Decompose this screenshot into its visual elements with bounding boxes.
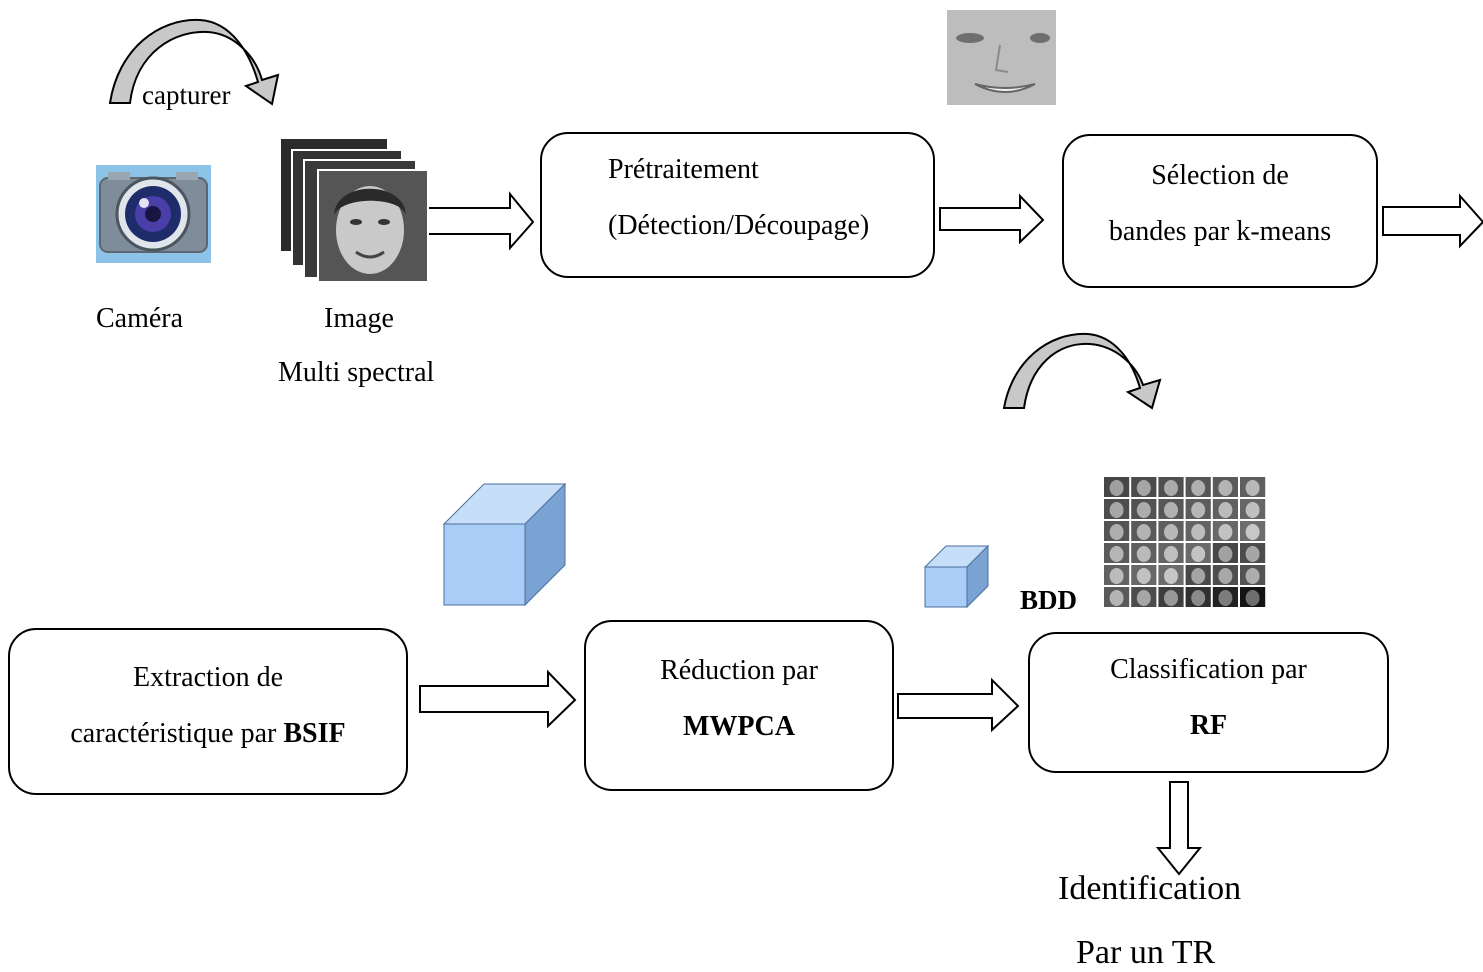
face-thumbnail-face <box>1136 568 1151 584</box>
image-label-line1: Image <box>324 303 394 334</box>
face-thumbnail-face <box>1245 546 1260 562</box>
arrow-classification-to-identification <box>1155 781 1203 876</box>
face-thumbnail-face <box>1218 568 1233 584</box>
face-thumbnail-face <box>1218 480 1233 496</box>
arrow-selection-out <box>1382 193 1483 249</box>
face-thumbnail-face <box>1109 480 1124 496</box>
face-thumbnail-face <box>1164 524 1178 540</box>
face-thumbnail-face <box>1191 590 1206 606</box>
face-thumbnail-face <box>1109 502 1124 518</box>
face-thumbnail-face <box>1245 568 1260 584</box>
curved-arrow-capture <box>108 18 280 106</box>
face-thumbnail-face <box>1245 480 1260 496</box>
face-thumbnail-face <box>1109 524 1124 540</box>
classification-box: Classification par RF <box>1028 632 1389 773</box>
face-thumbnail-face <box>1218 590 1233 606</box>
camera-icon <box>96 165 211 263</box>
face-thumbnail-face <box>1191 524 1206 540</box>
face-thumbnail-face <box>1191 480 1206 496</box>
face-thumbnail-face <box>1164 568 1178 584</box>
camera-label: Caméra <box>96 303 184 334</box>
arrow-extraction-to-reduction <box>419 669 577 729</box>
band-selection-box: Sélection de bandes par k-means <box>1062 134 1378 288</box>
cube-icon-small <box>923 544 990 609</box>
face-thumbnail-face <box>1164 502 1178 518</box>
face-thumbnail-face <box>1164 590 1178 606</box>
preprocessing-detail: (Détection/Découpage) <box>608 210 870 241</box>
face-thumbnail-face <box>1109 546 1124 562</box>
face-thumbnail-face <box>1109 568 1124 584</box>
face-thumbnail-face <box>1136 524 1151 540</box>
preprocessing-title: Prétraitement <box>608 154 759 185</box>
cube-icon-large <box>442 482 567 607</box>
face-thumbnail-face <box>1136 480 1151 496</box>
face-thumbnail-face <box>1164 480 1178 496</box>
face-thumbnail-face <box>1136 502 1151 518</box>
face-thumbnail-face <box>1191 502 1206 518</box>
arrow-reduction-to-classification <box>897 677 1020 733</box>
capture-label: capturer <box>142 80 231 110</box>
reduction-line1: Réduction par <box>660 655 818 686</box>
reduction-box: Réduction par MWPCA <box>584 620 894 791</box>
face-image-stack <box>279 137 429 283</box>
face-thumbnail-face <box>1191 568 1206 584</box>
band-selection-line1: Sélection de <box>1151 160 1289 191</box>
database-label: BDD <box>1020 585 1078 615</box>
preprocessing-box: Prétraitement (Détection/Découpage) <box>540 132 935 278</box>
image-label-line2: Multi spectral <box>278 357 435 388</box>
face-thumbnail-face <box>1218 524 1233 540</box>
feature-extraction-line1: Extraction de <box>132 662 284 693</box>
curved-arrow-database <box>1002 332 1162 410</box>
arrow-preprocessing-to-selection <box>939 193 1045 245</box>
face-thumbnail-face <box>1245 590 1260 606</box>
face-thumbnail-face <box>1245 502 1260 518</box>
output-line1: Identification <box>1058 870 1242 907</box>
output-line2: Par un TR <box>1076 934 1216 971</box>
feature-extraction-method: BSIF <box>283 718 346 749</box>
band-selection-line2: bandes par k-means <box>1108 216 1332 247</box>
feature-extraction-line2: caractéristique par BSIF <box>10 718 406 750</box>
classification-line1: Classification par <box>1110 654 1307 685</box>
reduction-method: MWPCA <box>683 711 795 742</box>
feature-extraction-prefix: caractéristique par <box>70 718 284 749</box>
cropped-face <box>947 10 1056 105</box>
face-thumbnail-face <box>1136 590 1151 606</box>
face-thumbnail-face <box>1136 546 1151 562</box>
face-thumbnail-face <box>1218 502 1233 518</box>
face-grid-thumbnails <box>1104 477 1266 607</box>
face-thumbnail-face <box>1164 546 1178 562</box>
face-thumbnail-face <box>1218 546 1233 562</box>
arrow-image-to-preprocessing <box>427 191 535 251</box>
face-thumbnail-face <box>1245 524 1260 540</box>
classification-method: RF <box>1189 710 1228 741</box>
face-thumbnail-face <box>1109 590 1124 606</box>
face-thumbnail-face <box>1191 546 1206 562</box>
feature-extraction-box: Extraction de caractéristique par BSIF <box>8 628 408 795</box>
